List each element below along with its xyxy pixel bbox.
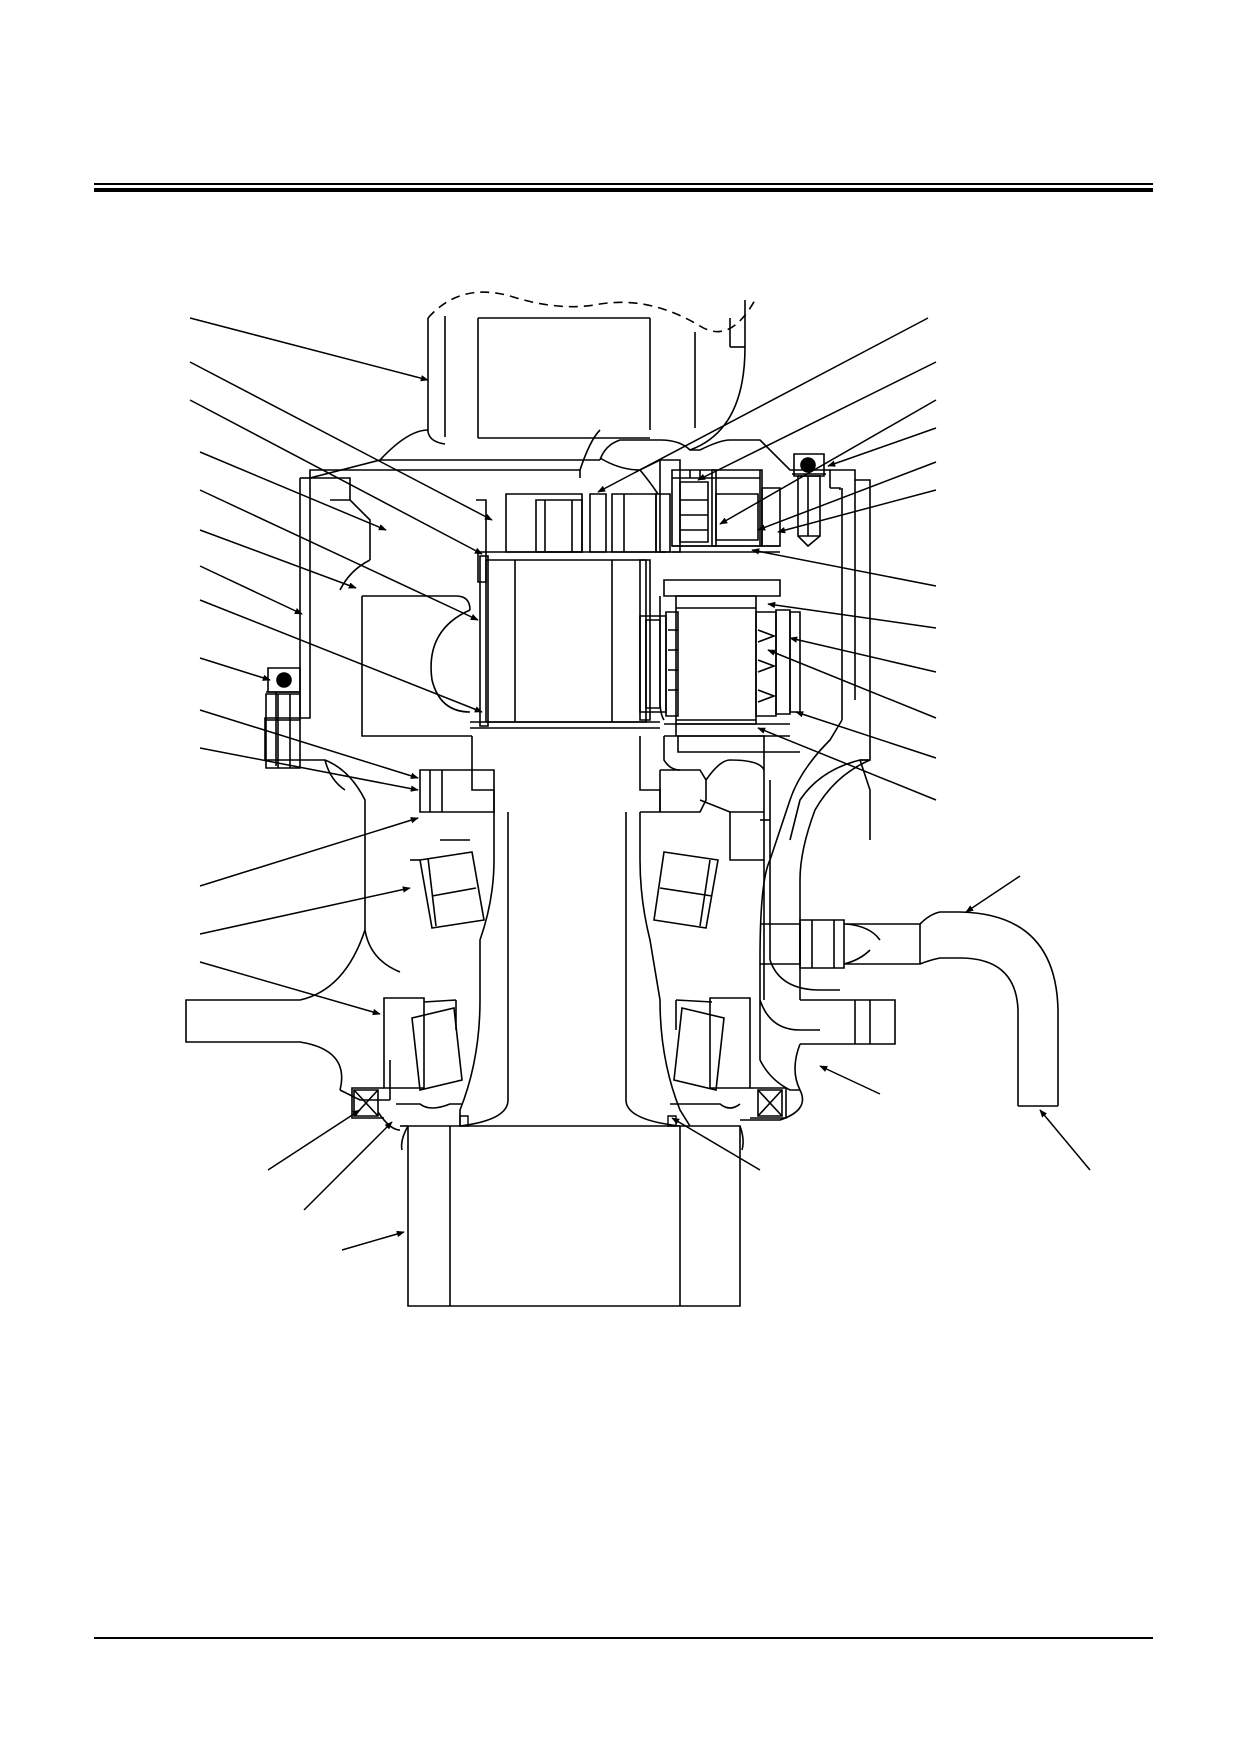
leader-l1 xyxy=(190,318,429,382)
leader-r11 xyxy=(795,711,936,758)
leader-l3 xyxy=(190,400,483,554)
upper-bearing-right xyxy=(654,852,718,928)
lower-carrier xyxy=(420,736,764,1000)
leader-l17 xyxy=(342,1230,405,1250)
planet-gear-upper xyxy=(672,470,780,552)
housing xyxy=(186,430,472,1100)
leader-r12 xyxy=(757,728,936,800)
input-shaft-stub xyxy=(428,292,755,444)
leader-l10 xyxy=(200,710,419,779)
leader-l9 xyxy=(200,658,271,681)
lower-bearing-left xyxy=(352,998,462,1130)
leader-l7 xyxy=(200,566,303,614)
leader-l14 xyxy=(200,962,381,1016)
header-rule-thin xyxy=(94,183,1153,185)
leader-r6 xyxy=(777,490,936,534)
leader-l6 xyxy=(200,530,357,588)
leader-r7 xyxy=(751,548,936,586)
leader-r14 xyxy=(819,1066,880,1094)
housing-right xyxy=(740,470,895,1120)
leader-r1 xyxy=(597,318,928,492)
leader-l4 xyxy=(200,452,387,530)
leader-l12 xyxy=(200,817,419,886)
sun-gear xyxy=(470,552,660,728)
upper-bearing-left xyxy=(410,840,484,928)
leader-l16 xyxy=(304,1121,393,1210)
leader-r2 xyxy=(697,362,936,480)
drain-pipe xyxy=(760,912,1058,1106)
leader-r15 xyxy=(671,1118,760,1170)
leader-r5 xyxy=(757,462,936,530)
leader-l13 xyxy=(200,886,411,934)
leader-l5 xyxy=(200,490,479,620)
footer-rule xyxy=(94,1637,1153,1639)
leader-r10 xyxy=(767,650,936,718)
leader-l11 xyxy=(200,748,419,792)
leader-l2 xyxy=(190,362,493,520)
leader-r13 xyxy=(965,876,1020,912)
leader-r8 xyxy=(767,601,936,628)
oil-seal-right xyxy=(758,1090,782,1116)
leader-r9 xyxy=(789,636,936,672)
bolt-left xyxy=(266,668,300,766)
leader-r4 xyxy=(827,428,936,466)
header-rule-thick xyxy=(94,188,1153,192)
o-ring-left xyxy=(460,1116,468,1126)
lower-bearing-right xyxy=(670,998,786,1118)
upper-planet-stage xyxy=(476,458,680,552)
callout-leaders xyxy=(190,318,1090,1250)
leader-l15 xyxy=(268,1110,361,1170)
leader-r16 xyxy=(1040,1109,1090,1170)
leader-l8 xyxy=(200,600,483,712)
